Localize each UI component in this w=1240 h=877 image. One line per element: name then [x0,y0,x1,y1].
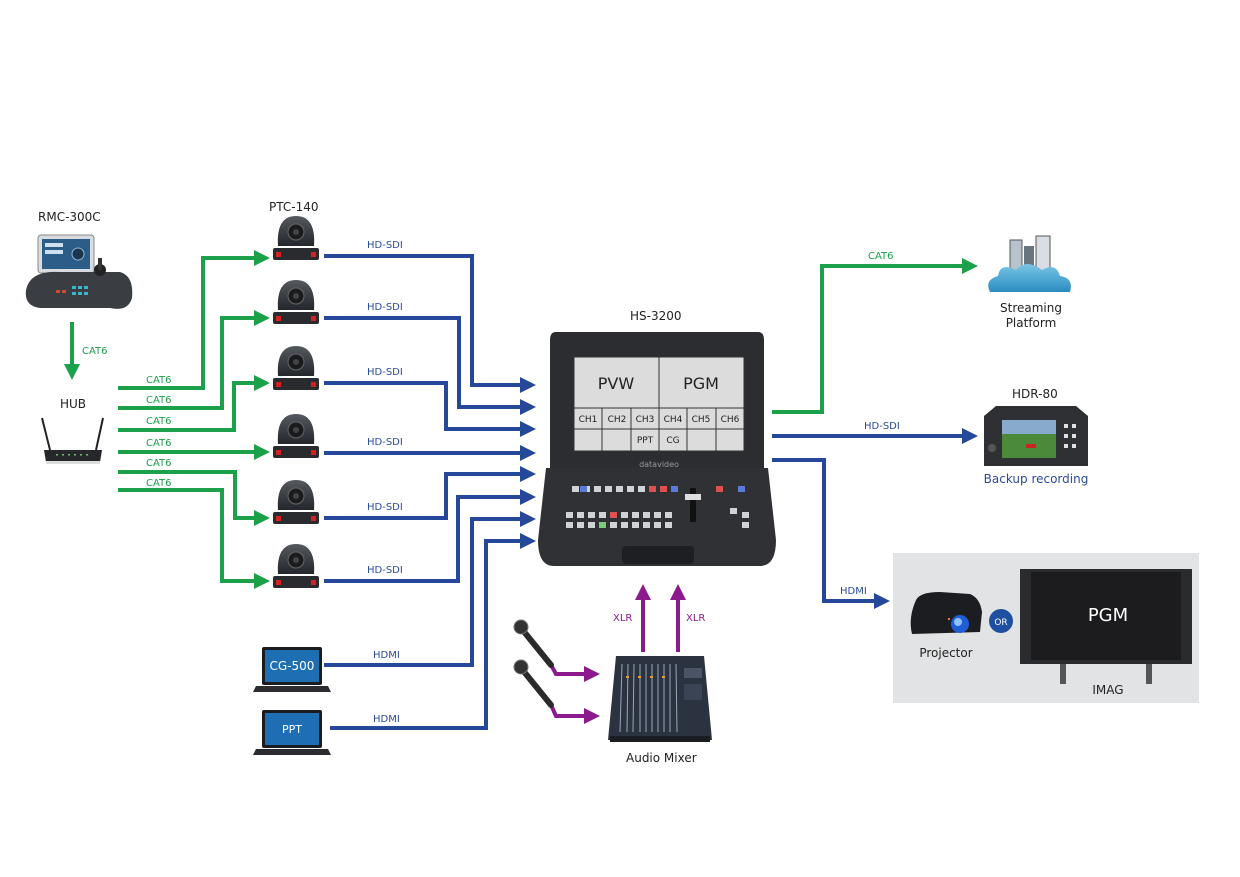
video-cables [324,254,978,730]
cable-hub-to-camera-3 [118,375,270,432]
recorder-icon [984,406,1088,466]
switcher-control-buttons [566,486,749,528]
cable-switcher-to-display [772,458,890,609]
hub-device: HUB [41,397,104,464]
multiview-channel-label: CH3 [636,415,655,425]
cable-label-hub-camera-2: CAT6 [146,395,172,406]
cable-label-camera-2: HD-SDI [367,302,403,313]
cable-hub-to-camera-1 [118,250,270,390]
ptz-camera-icon [273,346,319,390]
cable-label-hub-camera-6: CAT6 [146,478,172,489]
laptop-icon [253,647,331,692]
ptz-controller-icon [25,234,133,309]
multiview-source-label: PPT [637,436,654,446]
multiview-source-label: CG [666,436,679,446]
cable-switcher-to-streaming [772,258,978,414]
cable-hub-to-camera-5 [118,470,270,526]
imag-screen-text: PGM [1088,605,1128,626]
cable-label-hub-camera-1: CAT6 [146,375,172,386]
audio-cables [549,584,686,724]
multiview-channel-label: CH5 [692,415,711,425]
cable-camera-6-to-switcher [324,489,536,583]
cable-label-controller-hub: CAT6 [82,346,108,357]
ptz-camera-icon [273,280,319,324]
cable-hub-to-camera-2 [118,310,270,410]
cable-hub-to-camera-6 [118,488,270,589]
mixer-device: Audio Mixer [608,656,712,765]
cable-label-camera-1: HD-SDI [367,240,403,251]
cable-label-display: HDMI [840,586,867,597]
recorder-label: HDR-80 [1012,387,1058,401]
cable-ppt-to-switcher [330,533,536,730]
microphone-icon [513,619,554,668]
projector-label: Projector [919,646,972,660]
imag-label: IMAG [1092,683,1123,697]
audio-mixer-icon [608,656,712,742]
cable-label-camera-6: HD-SDI [367,565,403,576]
multiview-channel-label: CH2 [608,415,627,425]
display-output-panel: Projector OR PGM IMAG [893,553,1199,703]
switcher-brand: datavideo [639,460,679,469]
multiview-channel-label: CH1 [579,415,598,425]
mixer-label: Audio Mixer [626,751,697,765]
cat6-cables [64,250,978,589]
controller-label: RMC-300C [38,210,101,224]
ptz-camera-icon [273,216,319,260]
cable-label-streaming: CAT6 [868,251,894,262]
laptop-screen-label-ppt: PPT [282,723,302,736]
cable-label-camera-5: HD-SDI [367,502,403,513]
laptop-screen-label-cg500: CG-500 [270,659,315,673]
cable-mic-2-to-mixer [549,704,600,724]
recorder-device: HDR-80 Backup recording [984,387,1089,486]
ptz-camera-icon [273,480,319,524]
ptz-camera-icon [273,544,319,588]
cable-label-camera-4: HD-SDI [367,437,403,448]
laptop-cg500: CG-500 [253,647,331,692]
led-screen-icon [1020,569,1192,684]
ptz-camera-icon [273,414,319,458]
laptop-ppt: PPT [253,710,331,755]
hub-label: HUB [60,397,86,411]
or-badge-text: OR [994,618,1007,628]
router-icon [41,417,104,464]
streaming-label-line2: Platform [1006,316,1057,330]
multiview-channel-label: CH4 [664,415,683,425]
streaming-label-line1: Streaming [1000,301,1062,315]
multiview-pgm: PGM [683,374,719,393]
controller-device: RMC-300C [25,210,133,309]
cable-label-hub-camera-4: CAT6 [146,438,172,449]
cable-camera-2-to-switcher [324,316,536,415]
streaming-device: Streaming Platform [988,235,1071,330]
cloud-server-icon [988,235,1071,292]
cable-camera-1-to-switcher [324,254,536,393]
recorder-caption: Backup recording [984,472,1089,486]
cable-label-recorder: HD-SDI [864,421,900,432]
cable-label-xlr-1: XLR [613,613,632,624]
or-badge [989,609,1013,633]
switcher-label: HS-3200 [630,309,682,323]
cable-mic-1-to-mixer [549,664,600,682]
cable-label-cg500: HDMI [373,650,400,661]
microphones [513,619,554,708]
cable-camera-5-to-switcher [324,466,536,520]
projector-icon [910,592,982,634]
multiview-screen [573,356,745,452]
multiview-pvw: PVW [598,374,635,393]
cable-camera-3-to-switcher [324,381,536,437]
cable-label-ppt: HDMI [373,714,400,725]
cable-label-hub-camera-5: CAT6 [146,458,172,469]
laptop-icon [253,710,331,755]
cable-label-hub-camera-3: CAT6 [146,416,172,427]
cable-cg500-to-switcher [324,511,536,667]
microphone-icon [513,659,554,708]
multiview-channel-label: CH6 [721,415,740,425]
cable-label-camera-3: HD-SDI [367,367,403,378]
cable-label-xlr-2: XLR [686,613,705,624]
camera-group [273,216,319,588]
camera-model-label: PTC-140 [269,200,318,214]
